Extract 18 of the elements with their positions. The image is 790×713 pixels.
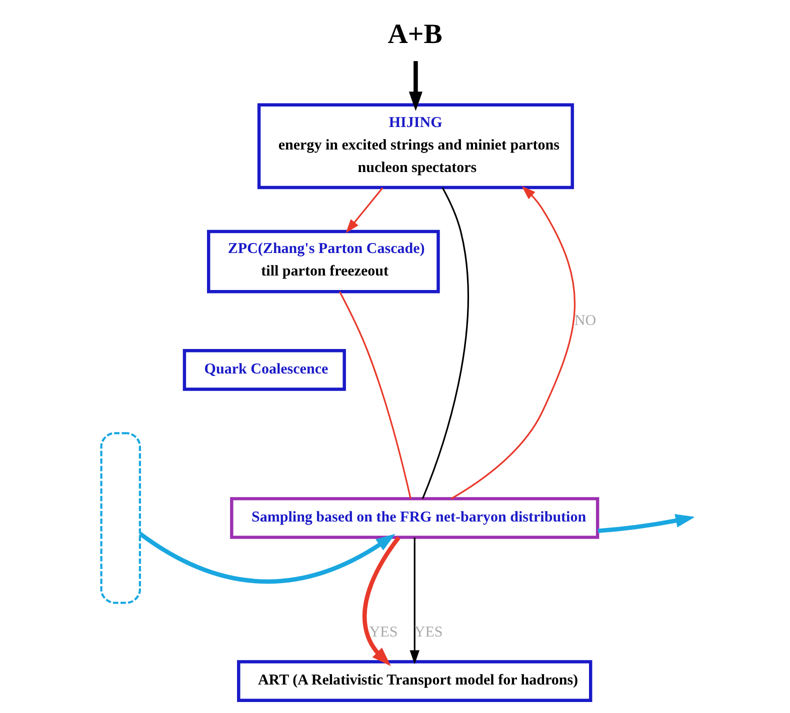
node-box: ART (A Relativistic Transport model for hadrons) [236, 660, 592, 702]
arrow [345, 187, 383, 234]
arrow [362, 536, 400, 666]
arrow [450, 186, 575, 500]
arrow [408, 61, 422, 112]
node-box: ZPC(Zhang's Parton Cascade) till parton freezeout [206, 230, 440, 294]
edge-label: NO [574, 313, 596, 330]
edge-label: YES [368, 624, 398, 640]
node-text: A+B [387, 18, 442, 50]
arrow [597, 514, 694, 533]
connector [338, 291, 411, 499]
node-box: Quark Coalescence [182, 349, 346, 391]
node-box: HIJING energy in excited strings and miniet partons nucleon spectators [256, 103, 574, 190]
arrow [409, 538, 419, 664]
node-box [100, 432, 140, 604]
arrow [138, 532, 395, 584]
node-box: Sampling based on the FRG net-baryon distribution [230, 497, 599, 539]
connector [421, 187, 468, 499]
